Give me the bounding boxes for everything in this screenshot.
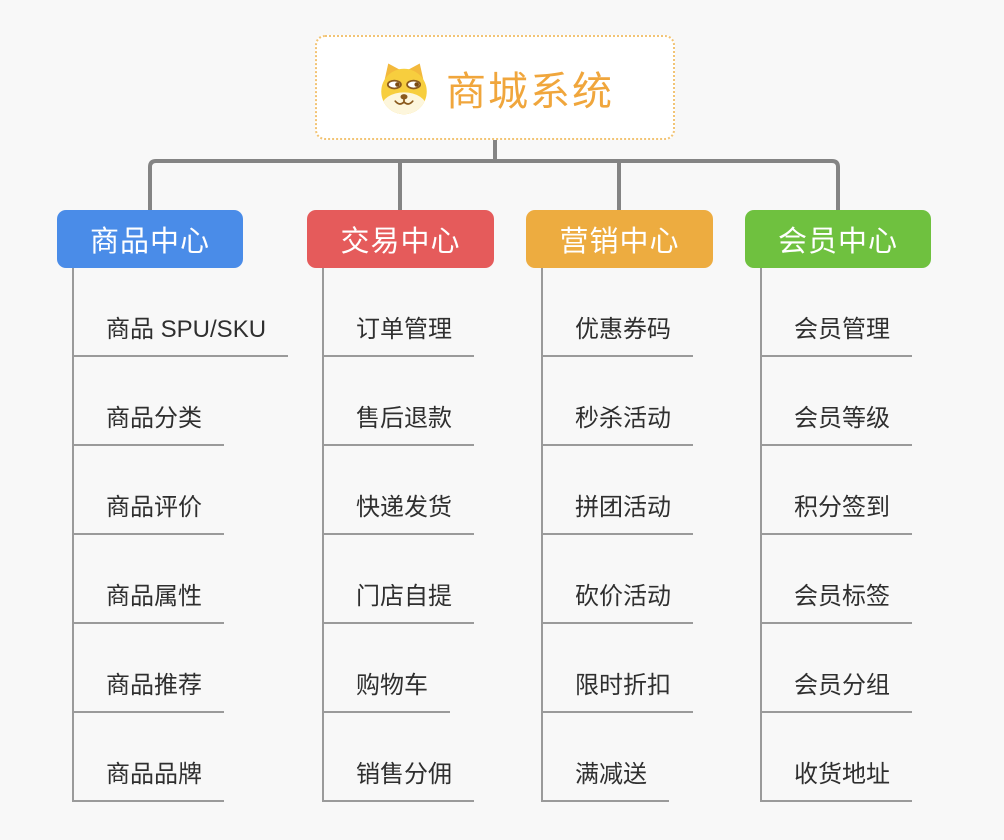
leaf-node[interactable]: 砍价活动 [541,578,693,624]
leaf-node[interactable]: 限时折扣 [541,667,693,713]
leaf-node[interactable]: 销售分佣 [322,756,474,802]
root-title: 商城系统 [446,69,614,114]
branch-column-product: 商品 SPU/SKU 商品分类 商品评价 商品属性 商品推荐 商品品牌 [72,268,302,804]
trunk-line [322,268,324,802]
leaf-node[interactable]: 优惠券码 [541,311,693,357]
trunk-line [72,268,74,802]
leaf-node[interactable]: 门店自提 [322,578,474,624]
leaf-node[interactable]: 商品 SPU/SKU [72,311,289,357]
branch-column-marketing: 优惠券码 秒杀活动 拼团活动 砍价活动 限时折扣 满减送 [541,268,771,804]
trunk-line [760,268,762,802]
leaf-node[interactable]: 商品分类 [72,400,224,446]
leaf-node[interactable]: 满减送 [541,756,669,802]
leaf-node[interactable]: 会员等级 [760,400,912,446]
branch-node-product-center[interactable]: 商品中心 [57,210,243,268]
leaf-node[interactable]: 商品品牌 [72,756,224,802]
branch-node-member-center[interactable]: 会员中心 [745,210,931,268]
leaf-node[interactable]: 积分签到 [760,489,912,535]
branch-node-trade-center[interactable]: 交易中心 [307,210,494,268]
root-node[interactable]: 商城系统 [315,35,675,140]
branch-column-trade: 订单管理 售后退款 快递发货 门店自提 购物车 销售分佣 [322,268,552,804]
leaf-node[interactable]: 订单管理 [322,311,474,357]
leaf-node[interactable]: 会员分组 [760,667,912,713]
leaf-node[interactable]: 收货地址 [760,756,912,802]
trunk-line [541,268,543,802]
leaf-node[interactable]: 秒杀活动 [541,400,693,446]
branch-node-marketing-center[interactable]: 营销中心 [526,210,713,268]
leaf-node[interactable]: 会员标签 [760,578,912,624]
leaf-node[interactable]: 商品评价 [72,489,224,535]
leaf-node[interactable]: 售后退款 [322,400,474,446]
leaf-node[interactable]: 会员管理 [760,311,912,357]
doge-face-icon [376,59,432,117]
leaf-node[interactable]: 商品推荐 [72,667,224,713]
leaf-node[interactable]: 商品属性 [72,578,224,624]
leaf-node[interactable]: 拼团活动 [541,489,693,535]
branch-column-member: 会员管理 会员等级 积分签到 会员标签 会员分组 收货地址 [760,268,990,804]
leaf-node[interactable]: 购物车 [322,667,450,713]
leaf-node[interactable]: 快递发货 [322,489,474,535]
